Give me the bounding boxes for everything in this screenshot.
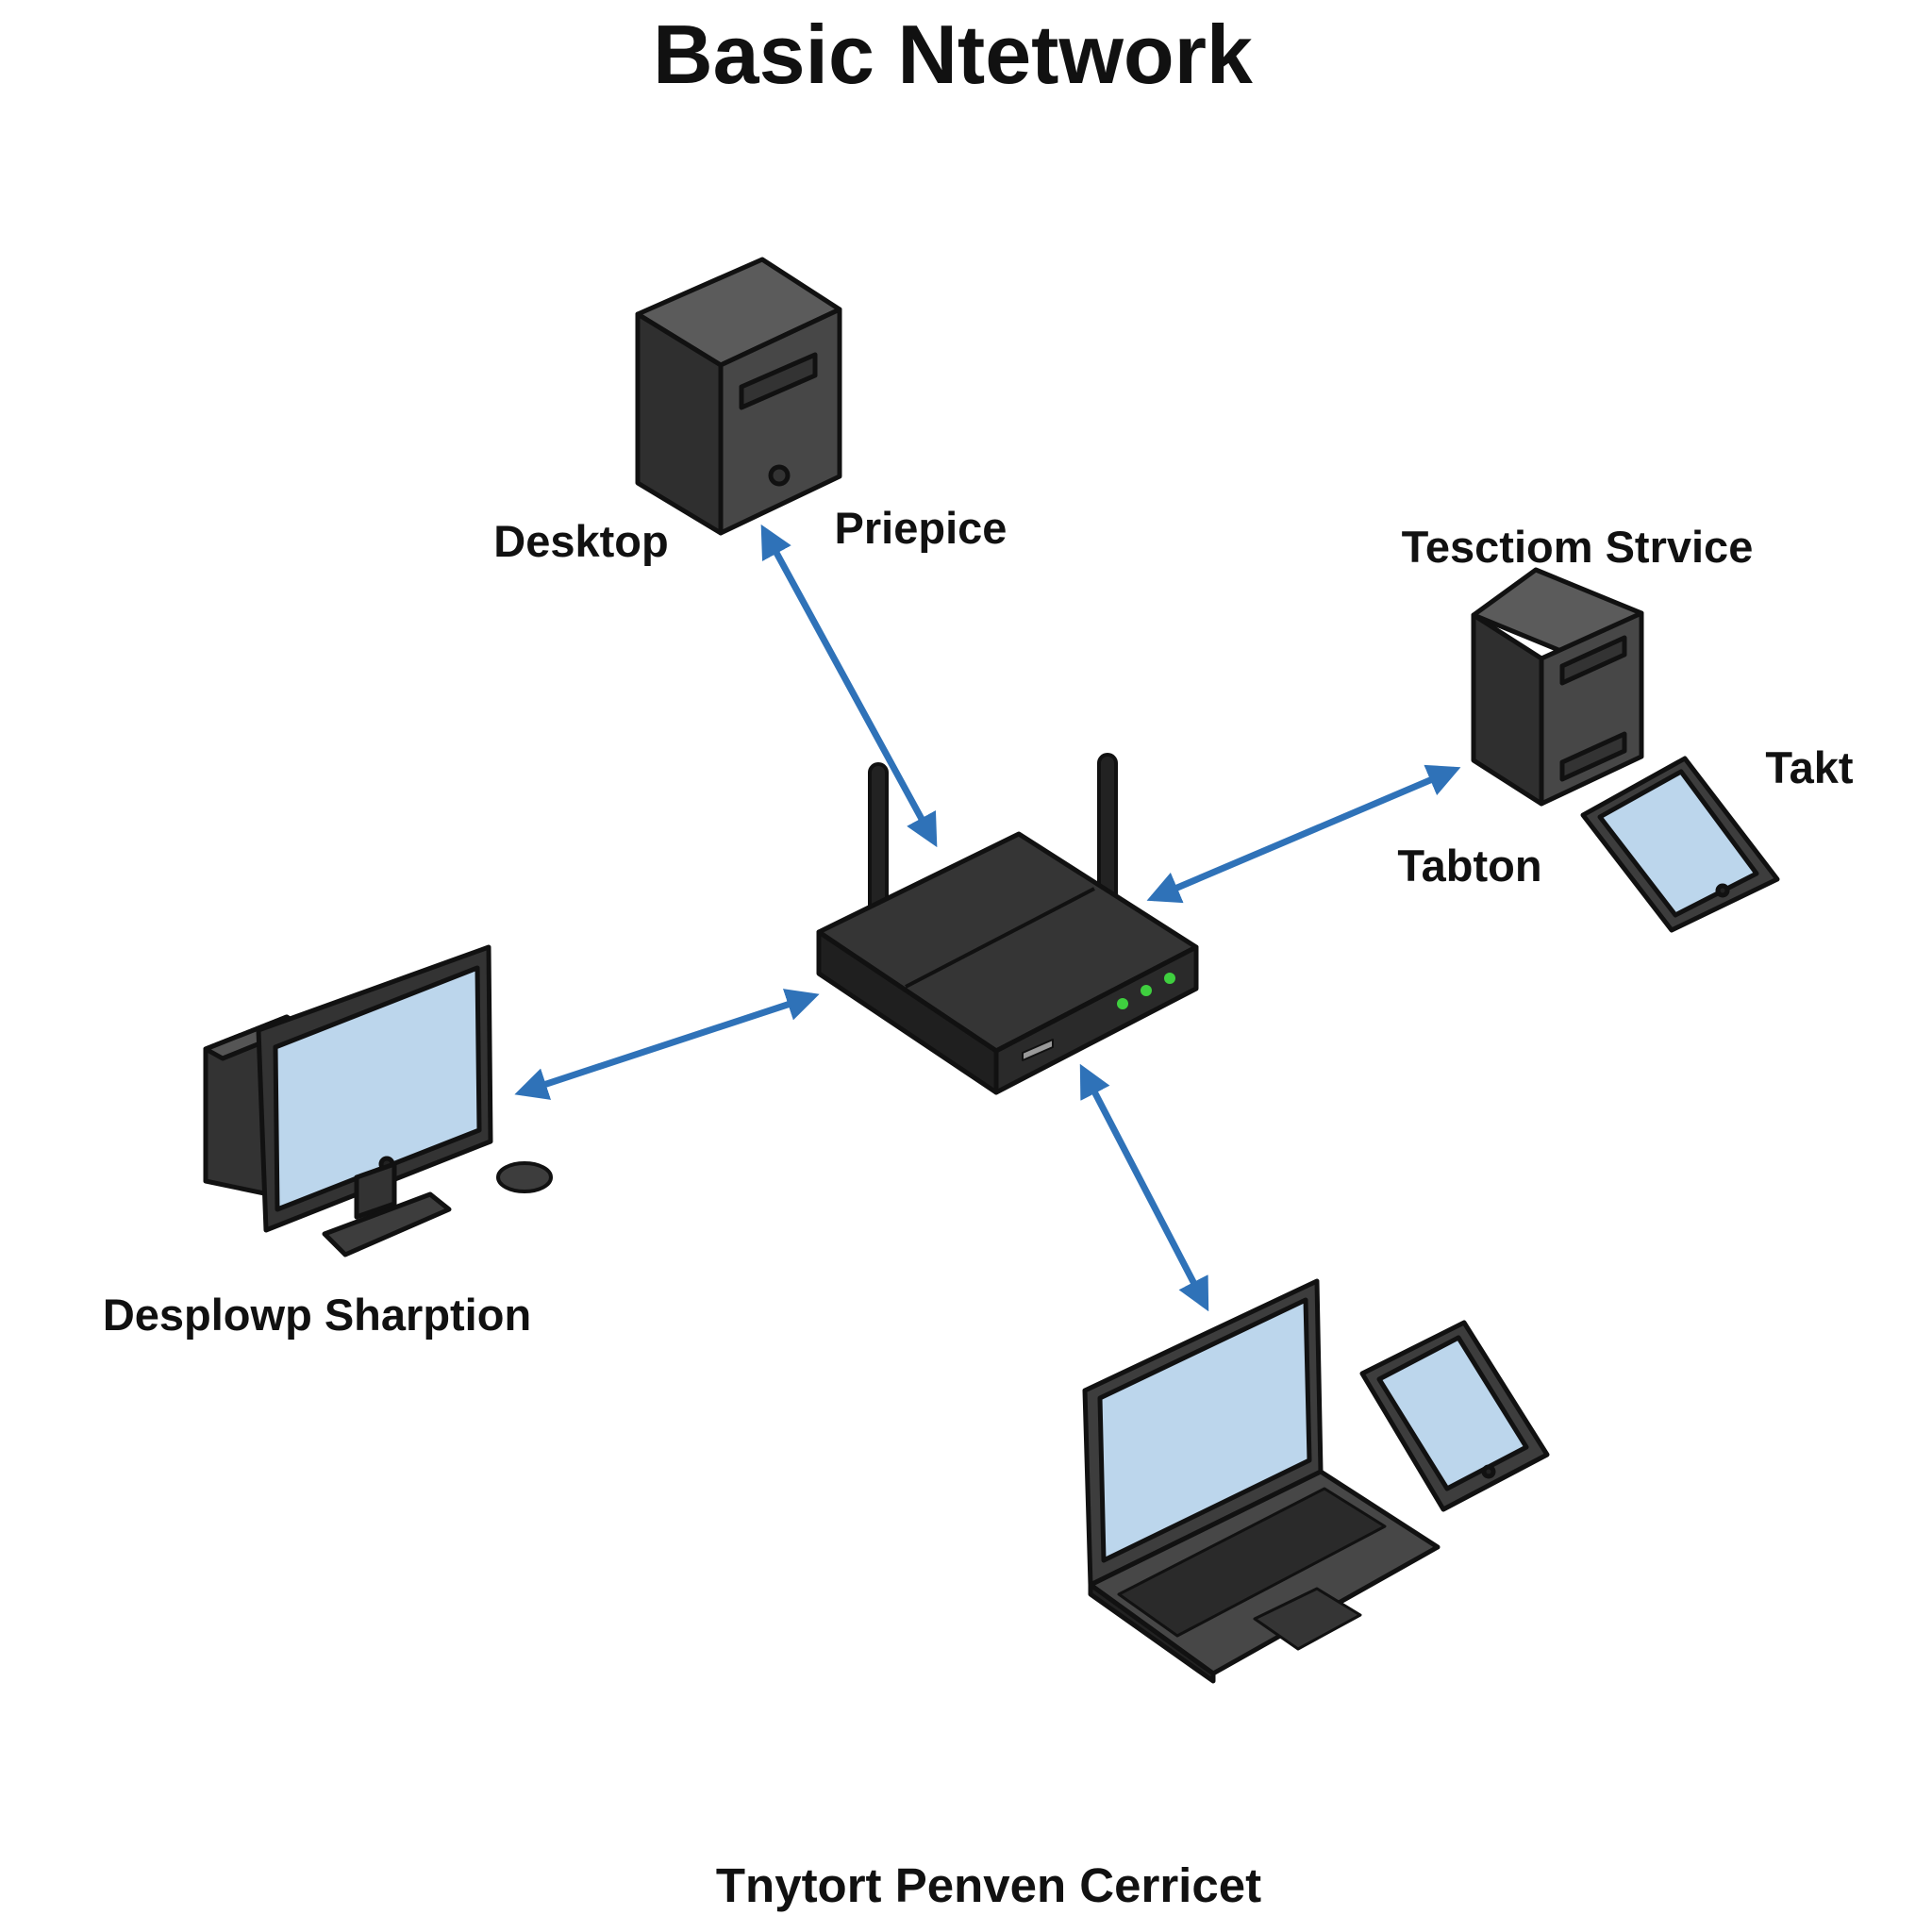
label-priepice: Priepice [835, 503, 1008, 553]
label-takt: Takt [1765, 742, 1853, 792]
desktop-monitor-icon [203, 944, 493, 1257]
link-router-tower-top [760, 524, 938, 848]
link-router-workstation [514, 989, 820, 1100]
label-tabton: Tabton [1397, 841, 1541, 891]
connection-links [514, 524, 1461, 1312]
link-router-laptop [1079, 1063, 1209, 1312]
tablet-icon [1580, 756, 1780, 933]
router-icon [816, 753, 1199, 1095]
label-service: Tesctiom Strvice [1402, 522, 1754, 572]
link-router-service [1146, 764, 1461, 904]
mouse-icon [496, 1161, 553, 1193]
label-workstation: Desplowp Sharption [103, 1290, 531, 1340]
diagram-title: Basic Ntetwork [653, 8, 1254, 101]
server-tower-icon [1471, 567, 1644, 807]
diagram-footer: Tnytort Penven Cerricet [716, 1858, 1261, 1912]
label-desktop: Desktop [493, 516, 668, 566]
tablet-icon [1359, 1320, 1550, 1512]
server-tower-icon [635, 257, 842, 536]
laptop-icon [1082, 1278, 1441, 1684]
